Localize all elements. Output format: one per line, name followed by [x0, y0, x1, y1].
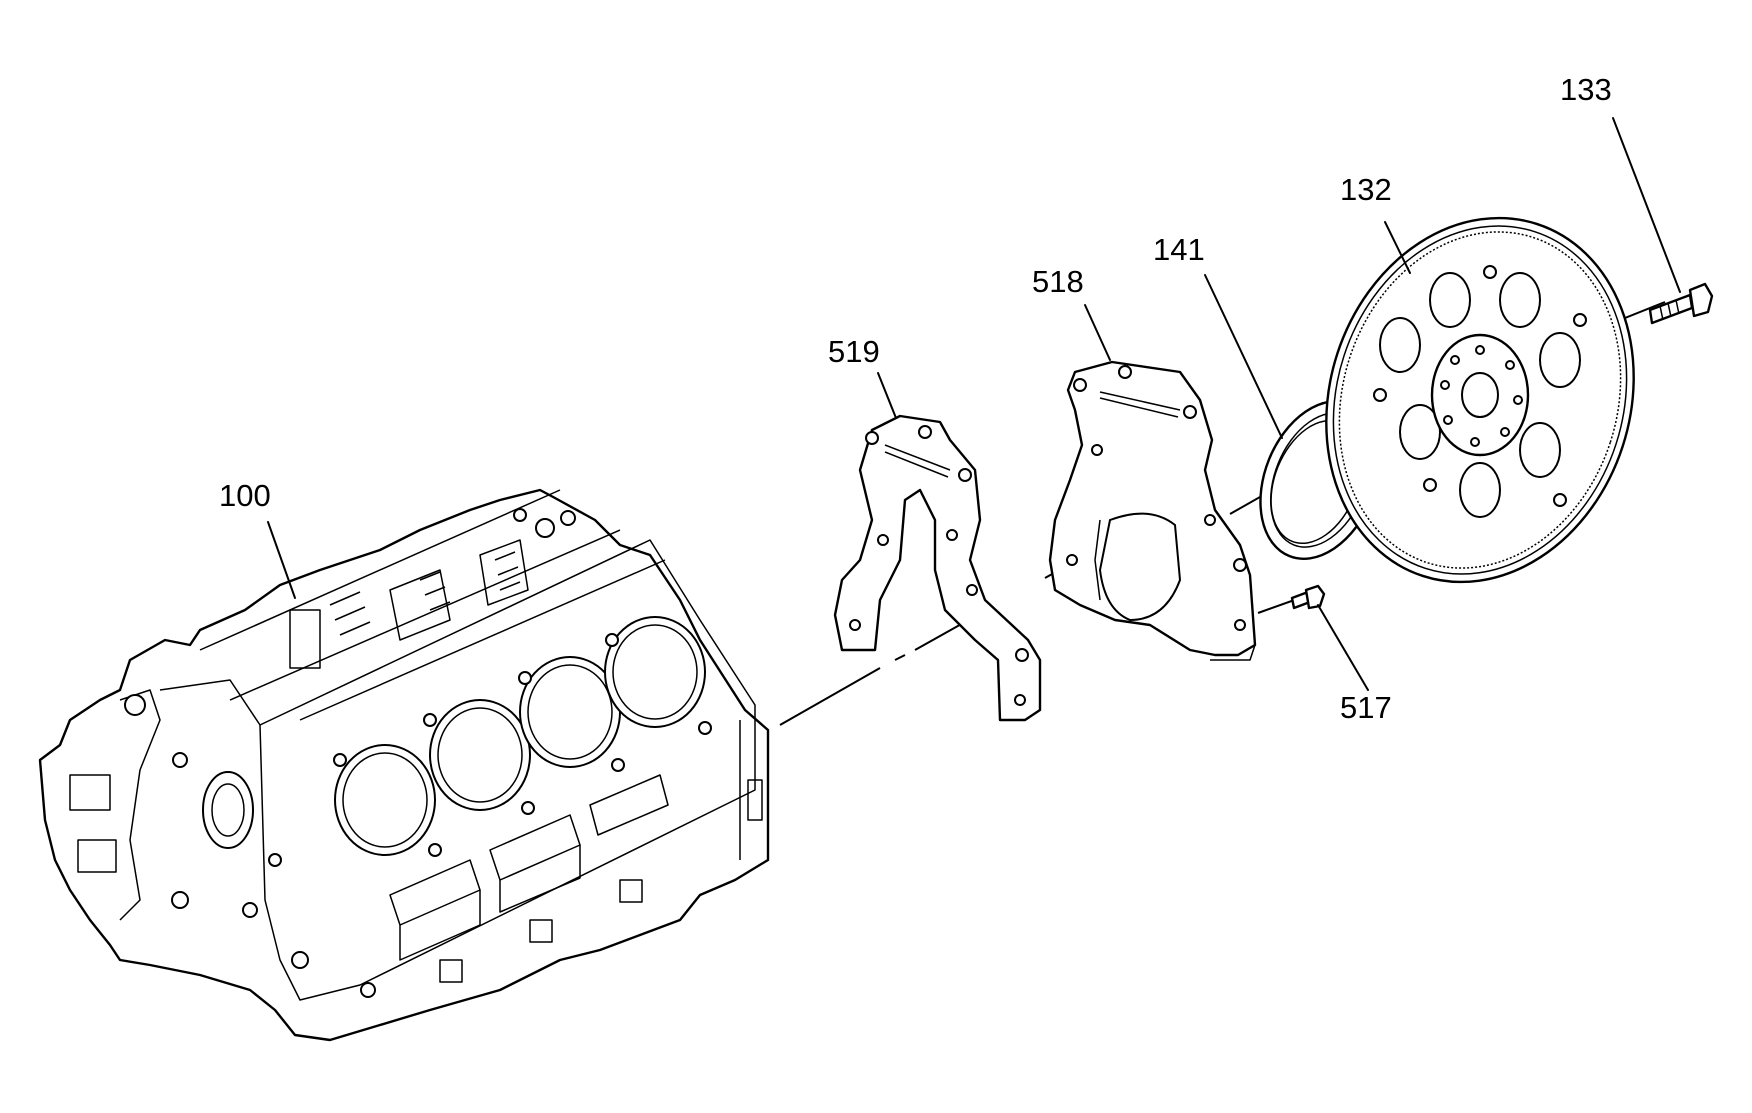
flywheel-bolt [1648, 282, 1714, 325]
callout-labels: 100 519 518 141 132 133 517 [219, 72, 1612, 725]
rear-cover [1048, 360, 1257, 661]
leader-lines [267, 117, 1681, 691]
callout-132: 132 [1340, 172, 1392, 207]
callout-141: 141 [1153, 232, 1205, 267]
callout-517: 517 [1340, 690, 1392, 725]
flywheel [1325, 216, 1635, 584]
callout-100: 100 [219, 478, 271, 513]
rear-cover-gasket [833, 414, 1042, 722]
rear-cover-bolt [1290, 584, 1326, 610]
callout-133: 133 [1560, 72, 1612, 107]
callout-518: 518 [1032, 264, 1084, 299]
engine-block [38, 488, 770, 1042]
callout-519: 519 [828, 334, 880, 369]
